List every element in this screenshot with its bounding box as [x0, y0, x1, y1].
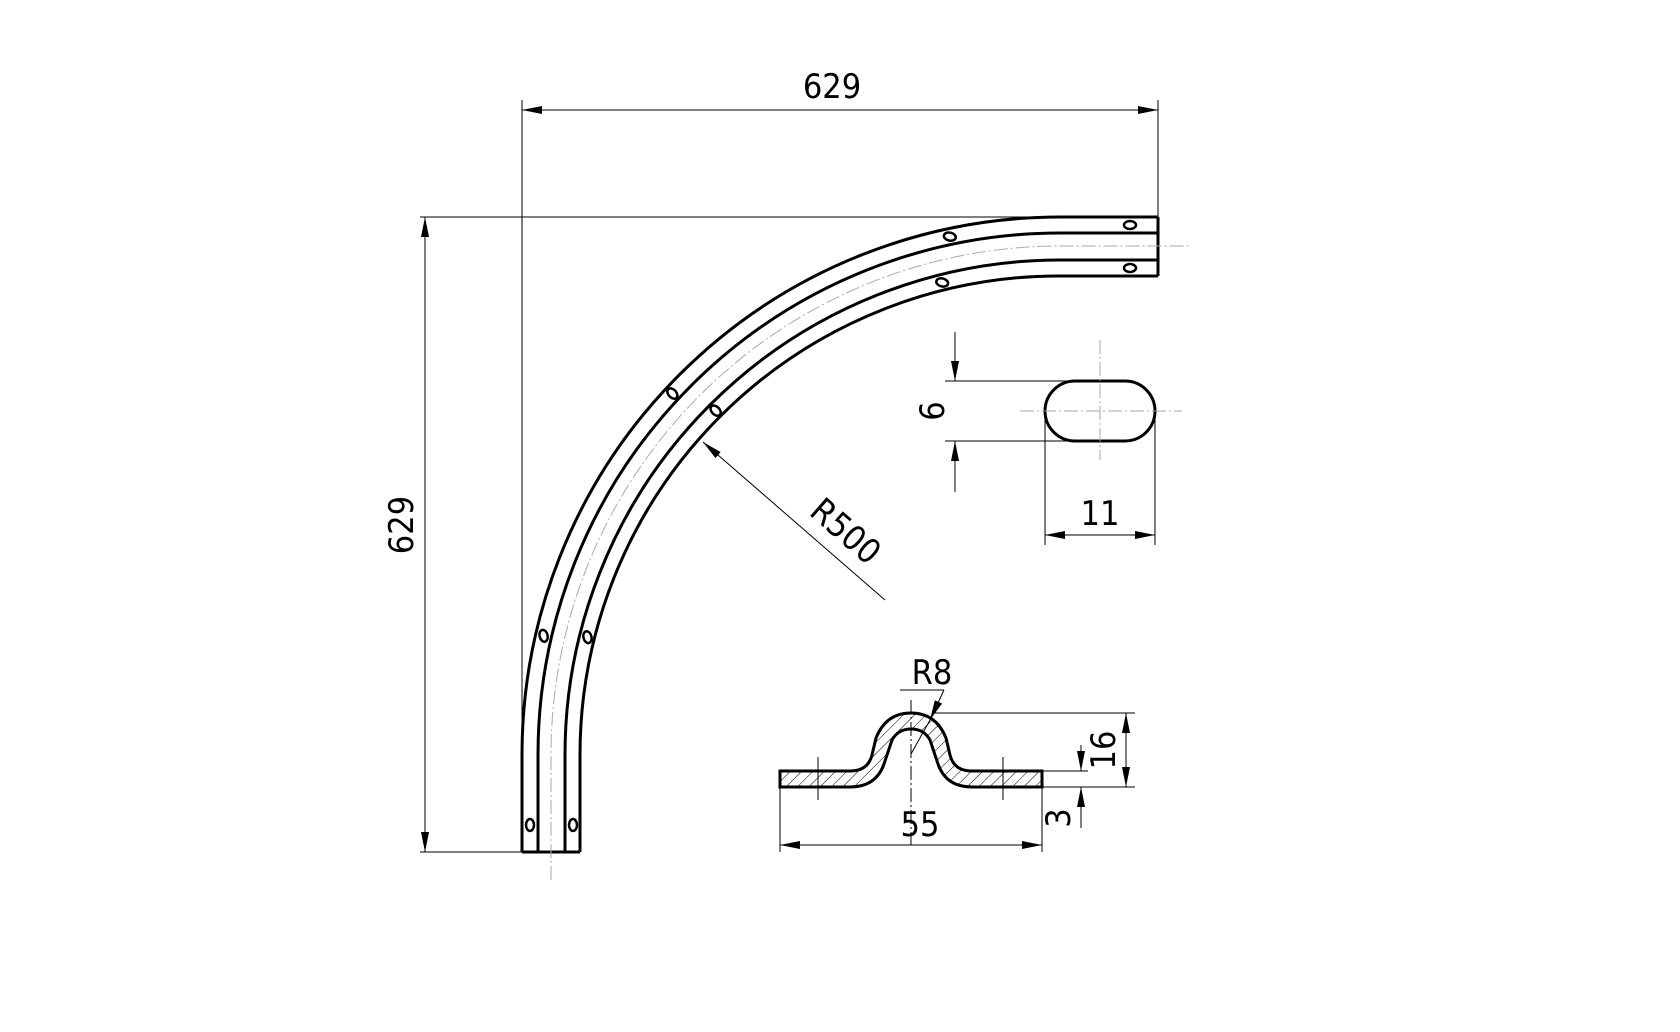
hole-icon — [524, 817, 536, 833]
hole-icon — [935, 277, 950, 288]
dim-slot-height-label: 6 — [913, 401, 953, 420]
dim-profile-height-label: 16 — [1084, 731, 1124, 770]
hole-icon — [567, 817, 579, 833]
hole-icon — [1122, 262, 1138, 274]
hole-icon — [582, 630, 593, 645]
curved-rail — [520, 215, 1190, 880]
dimension-left-height: 629 — [382, 216, 1060, 853]
dim-radius-label: R500 — [802, 490, 888, 572]
profile-section: R8 16 3 55 — [778, 653, 1135, 852]
dim-slot-width-label: 11 — [1081, 494, 1120, 534]
dim-top-width-label: 629 — [803, 67, 861, 107]
dim-profile-thickness-label: 3 — [1039, 808, 1079, 827]
slot-detail: 6 11 — [913, 332, 1182, 545]
dimension-radius: R500 — [702, 441, 888, 601]
hole-icon — [709, 404, 722, 417]
hole-icon — [538, 628, 549, 643]
mounting-holes — [524, 219, 1138, 833]
hole-icon — [1122, 219, 1138, 231]
hole-icon — [666, 387, 679, 400]
dim-profile-radius-label: R8 — [912, 653, 953, 693]
hole-icon — [942, 231, 957, 242]
dim-left-height-label: 629 — [382, 496, 422, 554]
dimension-top-width: 629 — [521, 67, 1159, 852]
dim-profile-width-label: 55 — [901, 805, 940, 845]
